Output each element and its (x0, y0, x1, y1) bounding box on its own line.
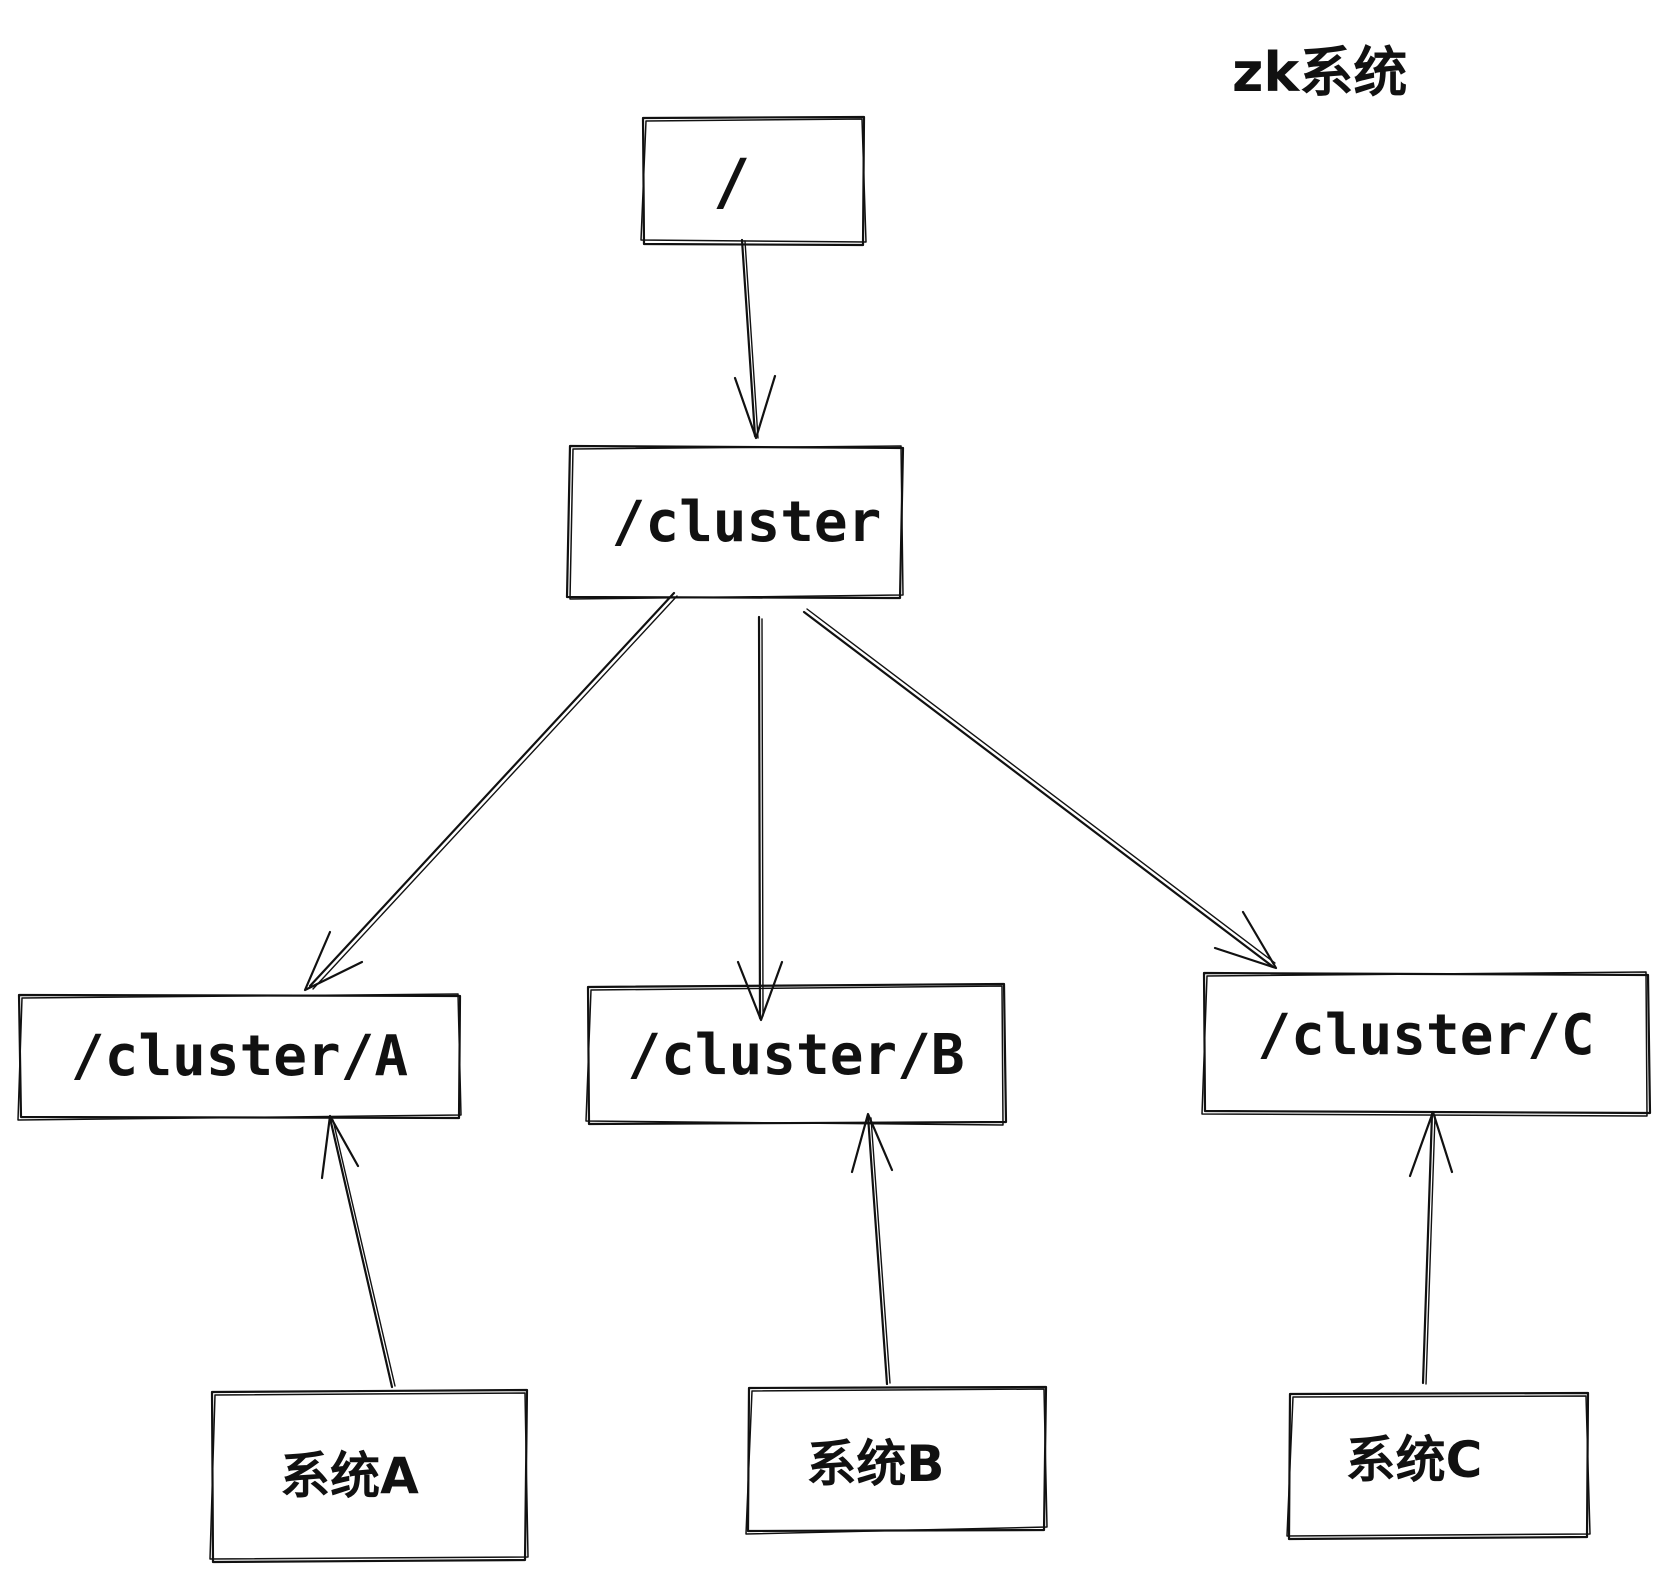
edge-root-to-cluster (733, 238, 777, 440)
node-outline-root (640, 115, 867, 247)
edge-cluster-to-cluster-a (303, 591, 678, 992)
node-outline-cluster-b (585, 982, 1008, 1126)
node-outline-cluster (565, 444, 905, 600)
node-root-label: / (713, 145, 751, 218)
node-cluster-a-label: /cluster/A (70, 1024, 409, 1089)
edge-system-a-to-cluster-a (320, 1114, 396, 1389)
node-system-c: 系统C (1290, 1394, 1588, 1539)
node-outline-system-b (745, 1385, 1048, 1535)
node-root: / (643, 118, 864, 245)
node-outline-system-a (209, 1388, 529, 1564)
node-cluster-b: /cluster/B (588, 987, 1004, 1124)
node-system-b: 系统B (749, 1388, 1046, 1531)
node-system-a: 系统A (212, 1392, 527, 1562)
node-cluster-a: /cluster/A (19, 995, 460, 1118)
node-outline-cluster-a (17, 993, 462, 1121)
edge-system-c-to-cluster-c (1408, 1110, 1454, 1385)
edge-cluster-to-cluster-c (802, 608, 1278, 970)
node-cluster-c: /cluster/C (1204, 973, 1648, 1113)
node-cluster-c-label: /cluster/C (1257, 1003, 1595, 1068)
node-cluster: /cluster (570, 446, 903, 598)
node-outline-cluster-c (1201, 971, 1652, 1117)
node-cluster-label: /cluster (611, 489, 882, 555)
node-system-c-label: 系统C (1345, 1430, 1483, 1489)
edge-cluster-to-cluster-b (736, 615, 784, 1022)
edge-system-b-to-cluster-b (850, 1112, 894, 1386)
node-system-b-label: 系统B (806, 1434, 945, 1493)
node-cluster-b-label: /cluster/B (627, 1023, 965, 1088)
node-outline-system-c (1286, 1391, 1591, 1541)
diagram-title: zk系统 (1232, 41, 1408, 104)
node-system-a-label: 系统A (280, 1447, 419, 1505)
